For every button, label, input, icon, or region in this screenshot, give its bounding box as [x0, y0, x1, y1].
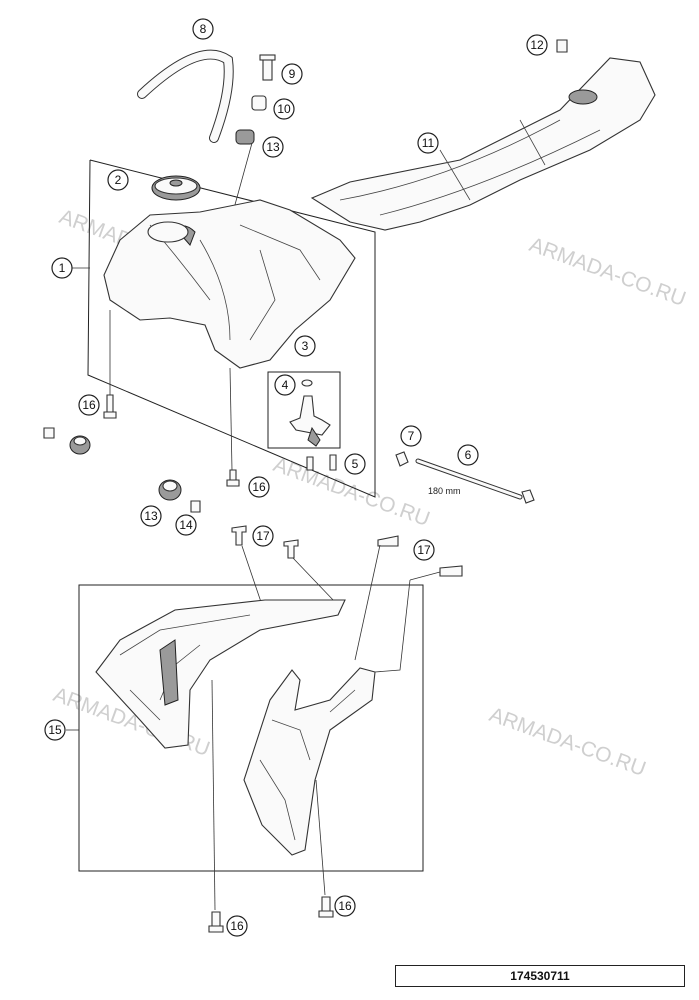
callout-10: 10	[273, 98, 295, 120]
left-shroud	[95, 599, 346, 749]
shroud-screw	[377, 535, 399, 547]
callout-3: 3	[294, 335, 316, 357]
svg-text:2: 2	[115, 173, 122, 187]
shroud-screw	[439, 565, 463, 577]
o-ring	[251, 95, 267, 111]
callout-7: 7	[400, 425, 422, 447]
svg-text:17: 17	[256, 529, 270, 543]
callout-17: 17	[413, 539, 435, 561]
svg-text:16: 16	[252, 480, 266, 494]
seat	[310, 57, 656, 231]
svg-text:13: 13	[266, 140, 280, 154]
svg-text:17: 17	[417, 543, 431, 557]
svg-text:13: 13	[144, 509, 158, 523]
bolt	[190, 500, 201, 513]
callout-8: 8	[192, 18, 214, 40]
svg-text:14: 14	[179, 518, 193, 532]
fuel-tank	[103, 199, 356, 369]
svg-text:10: 10	[277, 102, 291, 116]
watermark: ARMADA-CO.RU	[486, 703, 648, 781]
callout-13: 13	[262, 136, 284, 158]
svg-text:15: 15	[48, 723, 62, 737]
vent-fitting-head	[259, 54, 276, 61]
svg-text:1: 1	[59, 261, 66, 275]
svg-text:5: 5	[352, 457, 359, 471]
callout-16: 16	[248, 476, 270, 498]
right-shroud	[243, 667, 376, 856]
screw	[306, 456, 314, 471]
shroud-group-frame	[78, 584, 424, 872]
document-number: 174530711	[395, 965, 685, 987]
callout-17: 17	[252, 525, 274, 547]
svg-text:6: 6	[465, 448, 472, 462]
seat-bolt	[556, 39, 568, 53]
seat-lock	[568, 89, 598, 105]
bolt	[43, 427, 55, 439]
tank-bolt	[226, 469, 240, 487]
callout-16: 16	[78, 394, 100, 416]
fuel-tap-frame	[267, 371, 341, 449]
svg-text:16: 16	[230, 919, 244, 933]
gasket	[301, 379, 313, 387]
callout-12: 12	[526, 34, 548, 56]
svg-text:3: 3	[302, 339, 309, 353]
shroud-screw	[283, 539, 299, 559]
rubber-bushing	[235, 129, 255, 145]
callout-9: 9	[281, 63, 303, 85]
svg-text:9: 9	[289, 67, 296, 81]
callout-14: 14	[175, 514, 197, 536]
svg-text:16: 16	[82, 398, 96, 412]
callout-16: 16	[226, 915, 248, 937]
callout-11: 11	[417, 132, 439, 154]
callout-16: 16	[334, 895, 356, 917]
callout-5: 5	[344, 453, 366, 475]
watermark: ARMADA-CO.RU	[526, 233, 688, 311]
callout-1: 1	[51, 257, 73, 279]
screw	[329, 454, 337, 471]
shroud-screw	[231, 525, 247, 546]
svg-text:16: 16	[338, 899, 352, 913]
svg-text:8: 8	[200, 22, 207, 36]
callout-15: 15	[44, 719, 66, 741]
svg-text:4: 4	[282, 378, 289, 392]
tank-bolt	[103, 394, 117, 419]
svg-text:11: 11	[422, 136, 435, 150]
callout-13: 13	[140, 505, 162, 527]
shroud-bolt	[318, 896, 334, 918]
vent-fitting	[262, 57, 273, 81]
dimension-label: 180 mm	[428, 486, 461, 496]
fuel-tap	[289, 395, 331, 436]
svg-text:12: 12	[530, 38, 544, 52]
svg-text:7: 7	[408, 429, 415, 443]
hose-clamp	[395, 451, 409, 467]
hose-clamp	[521, 489, 535, 504]
shroud-bolt	[208, 911, 224, 933]
callout-2: 2	[107, 169, 129, 191]
callout-6: 6	[457, 444, 479, 466]
callout-4: 4	[274, 374, 296, 396]
